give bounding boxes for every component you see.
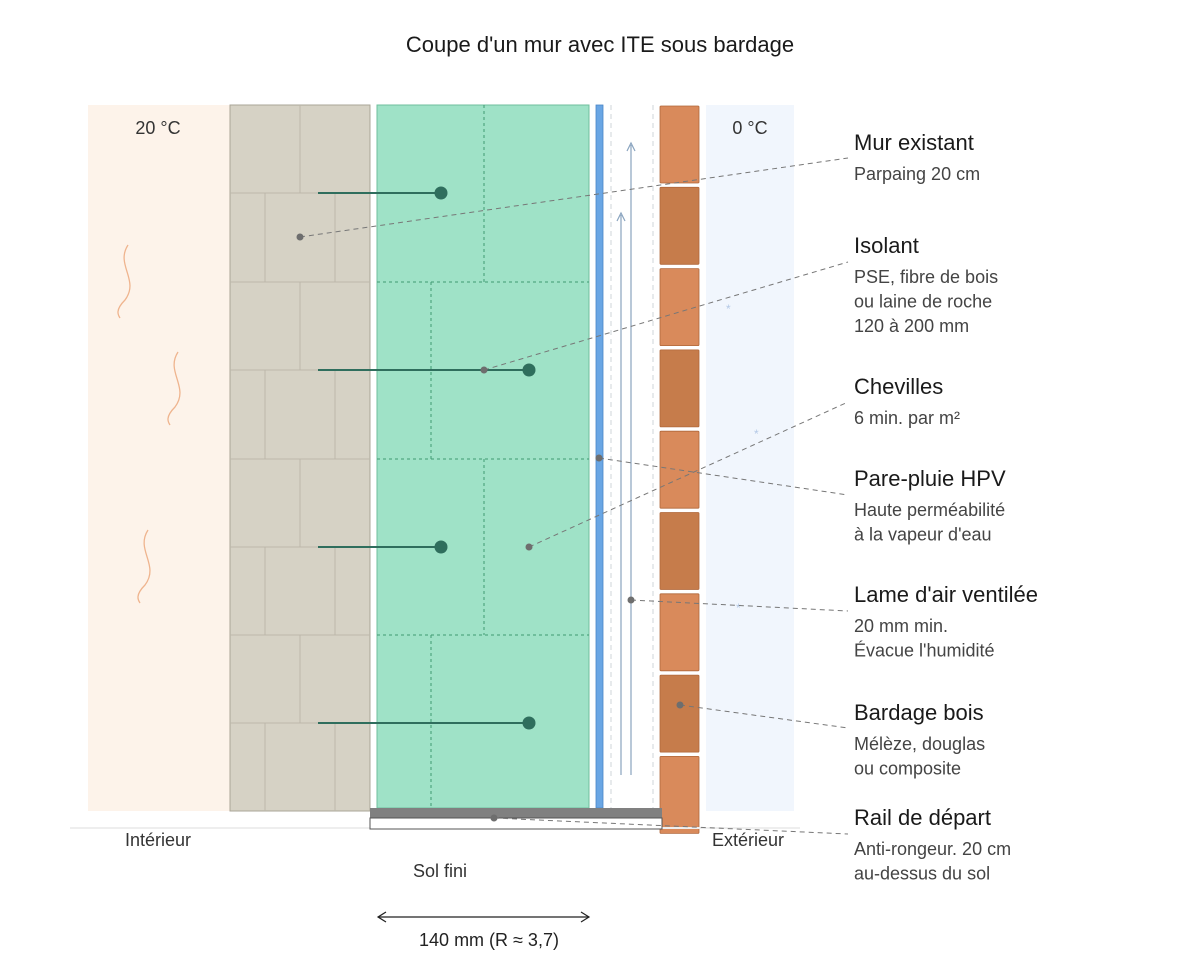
- floor-label: Sol fini: [413, 861, 467, 881]
- svg-text:*: *: [726, 302, 731, 316]
- callout-description: à la vapeur d'eau: [854, 525, 992, 545]
- callout-chevilles: Chevilles 6 min. par m²: [854, 374, 960, 428]
- ventilated-air-gap: [610, 105, 654, 808]
- callout-description: ou composite: [854, 759, 961, 779]
- snowflake-icon: * * *: [726, 302, 759, 615]
- callout-description: Anti-rongeur. 20 cm: [854, 839, 1011, 859]
- thickness-label: 140 mm (R ≈ 3,7): [419, 930, 559, 950]
- existing-masonry-wall: [229, 104, 371, 812]
- callout-description: ou laine de roche: [854, 292, 992, 312]
- leader-lines: [296, 157, 849, 835]
- starter-rail: [369, 808, 663, 830]
- exterior-temperature: 0 °C: [732, 118, 767, 138]
- exterior-zone: [706, 105, 794, 811]
- callout-lame-air: Lame d'air ventilée 20 mm min. Évacue l'hu…: [854, 582, 1038, 661]
- callout-title: Bardage bois: [854, 700, 984, 725]
- callout-description: Haute perméabilité: [854, 500, 1005, 520]
- callout-title: Chevilles: [854, 374, 943, 399]
- interior-zone: [88, 105, 230, 811]
- thickness-dimension: [376, 911, 591, 923]
- callout-pare-pluie: Pare-pluie HPV Haute perméabilité à la vap…: [854, 466, 1006, 545]
- callout-description: Évacue l'humidité: [854, 641, 995, 661]
- callout-description: 20 mm min.: [854, 616, 948, 636]
- heat-wave-icon: [117, 244, 181, 604]
- svg-text:*: *: [736, 601, 741, 615]
- insulation-layer: [376, 104, 590, 809]
- callout-title: Lame d'air ventilée: [854, 582, 1038, 607]
- insulation-anchors: [318, 186, 536, 730]
- callout-description: 6 min. par m²: [854, 408, 960, 428]
- callout-title: Pare-pluie HPV: [854, 466, 1006, 491]
- callout-description: Mélèze, douglas: [854, 734, 985, 754]
- callout-description: au-dessus du sol: [854, 864, 990, 884]
- interior-label: Intérieur: [125, 830, 191, 850]
- callout-description: 120 à 200 mm: [854, 316, 969, 336]
- callout-description: PSE, fibre de bois: [854, 267, 998, 287]
- airflow-arrow-icon: [616, 141, 636, 775]
- callout-description: Parpaing 20 cm: [854, 164, 980, 184]
- callout-title: Mur existant: [854, 130, 974, 155]
- diagram-title: Coupe d'un mur avec ITE sous bardage: [406, 32, 794, 57]
- exterior-label: Extérieur: [712, 830, 784, 850]
- callout-title: Isolant: [854, 233, 919, 258]
- svg-text:*: *: [754, 427, 759, 441]
- interior-temperature: 20 °C: [135, 118, 180, 138]
- callout-title: Rail de départ: [854, 805, 991, 830]
